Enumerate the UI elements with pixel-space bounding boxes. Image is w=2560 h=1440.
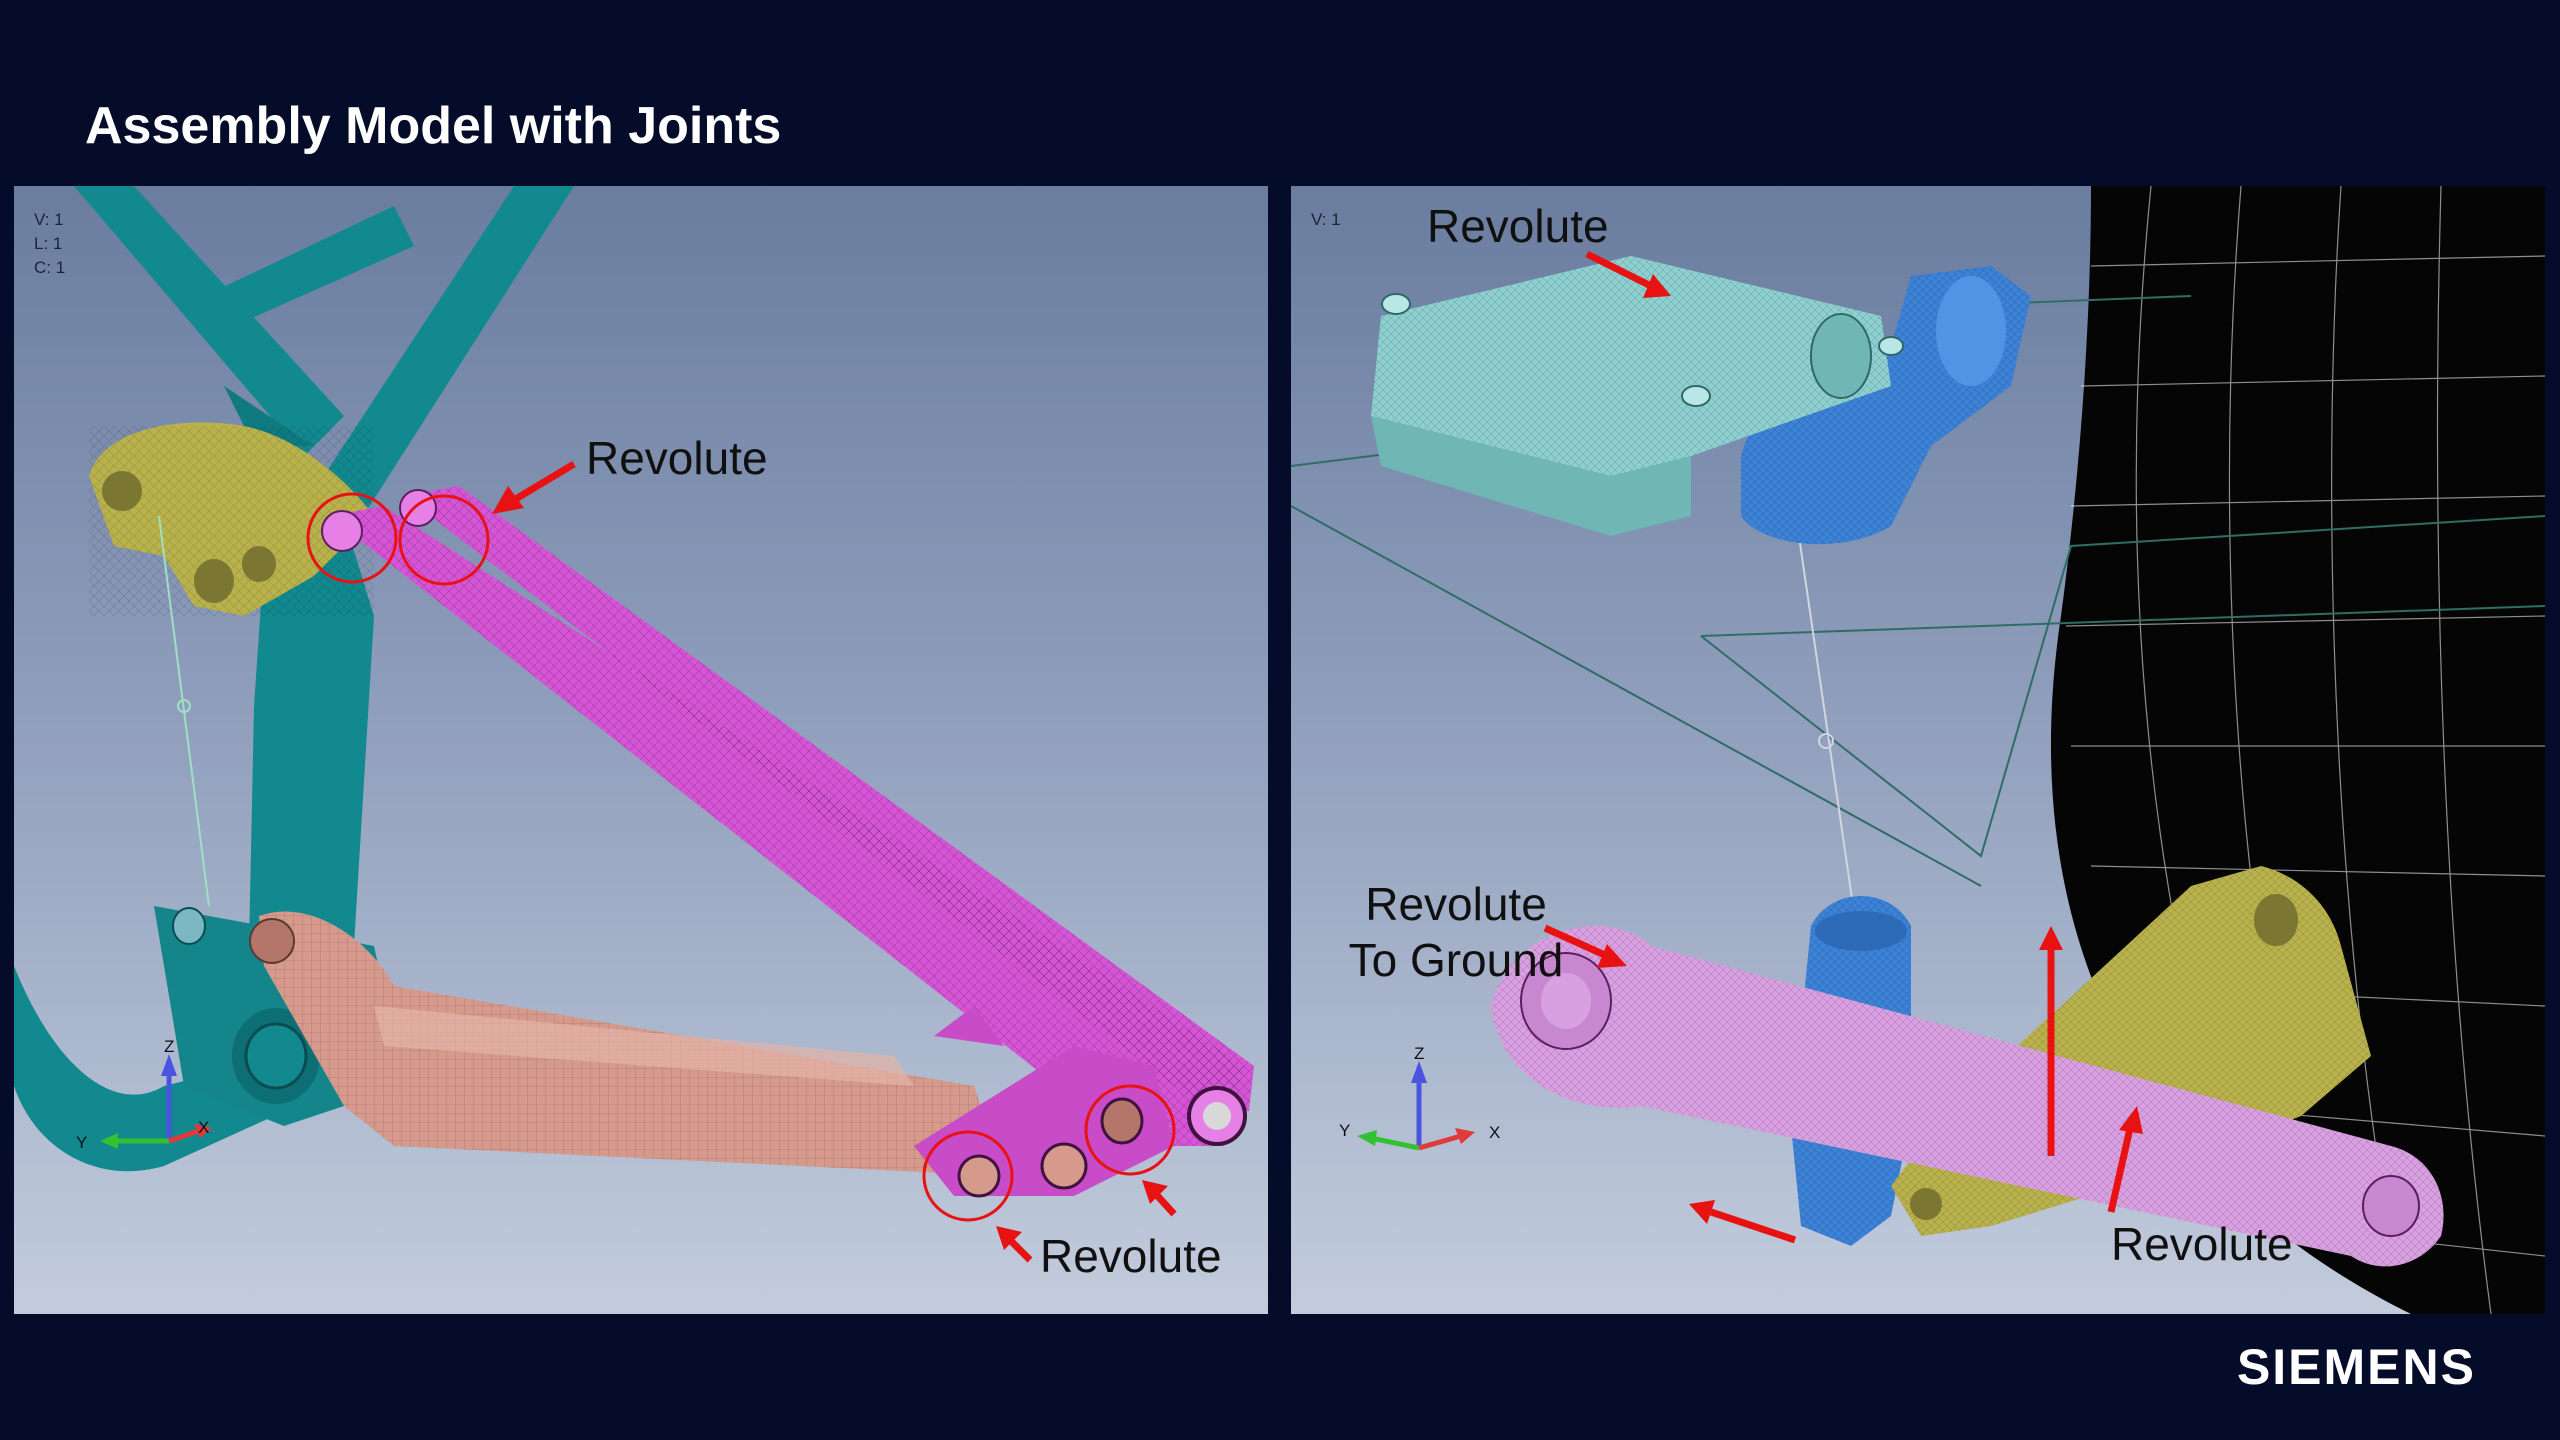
view-info: V: 1 [1311,208,1341,232]
triad-y-label: Y [76,1133,87,1152]
callout-line: To Ground [1348,934,1564,986]
arrow-line [1709,1208,1797,1244]
view-info-line: C: 1 [34,258,66,277]
callout-revolute-top: Revolute [586,432,768,484]
triad-x-label: X [198,1118,209,1137]
view-info-line: V: 1 [1311,210,1341,229]
shock-axis-line [1795,515,1857,927]
arrow-head [1142,1180,1168,1204]
chainstay-mesh [249,911,1004,1176]
slide-title: Assembly Model with Joints [85,97,782,155]
siemens-logo: SIEMENS [2236,1339,2476,1395]
rocker-link-mesh [89,422,374,616]
arrow-head [2039,926,2063,950]
shock-node [177,699,191,713]
arrow-line [1585,250,1653,290]
joint-circle[interactable] [306,492,398,584]
arrow-head [2119,1106,2143,1134]
arrow-line [512,460,576,504]
triad-y-label: Y [1339,1121,1350,1140]
callout-revolute-bottom: Revolute [2111,1218,2293,1270]
callout-revolute-to-ground: Revolute To Ground [1321,876,1591,988]
view-info-line: L: 1 [34,234,63,253]
right-scene: Z Y X [1291,186,2545,1314]
axis-triad: Z Y X [76,1037,212,1152]
arrow-line [1543,924,1609,960]
arrow-head [492,486,524,514]
arrow-head [1689,1200,1715,1224]
axis-triad: Z Y X [1339,1044,1500,1151]
arrow-head [1643,274,1671,298]
triad-x-label: X [1489,1123,1500,1142]
joint-circle[interactable] [398,494,490,586]
callout-revolute-top: Revolute [1427,200,1609,252]
triad-z-label: Z [1414,1044,1424,1063]
arrow-head [996,1226,1022,1250]
shock-node [1818,733,1834,749]
joint-circle[interactable] [1084,1084,1176,1176]
triad-z-label: Z [164,1037,174,1056]
joint-circle[interactable] [922,1130,1014,1222]
rocker-arm-mesh [1491,926,2444,1267]
callout-line: Revolute [1365,878,1547,930]
left-scene: Z Y X [14,186,1254,1263]
seatstay-mesh [321,486,1254,1198]
view-info: V: 1 L: 1 C: 1 [34,208,65,280]
clamp-block-mesh [1371,256,1904,536]
left-viewport[interactable]: Z Y X V: 1 L: 1 C: 1 Revolute Revolute [14,186,1268,1314]
joint-markers [306,492,1176,1222]
callout-arrows [1543,250,2143,1244]
arrow-line [2107,1123,2135,1213]
shock-mount-mesh [1741,266,2031,545]
callout-revolute-bottom: Revolute [1040,1230,1222,1282]
arrow-head [1597,944,1627,968]
callout-arrows [492,460,1177,1263]
view-info-line: V: 1 [34,210,64,229]
right-viewport[interactable]: Z Y X V: 1 Revolute Revolute To Ground R… [1291,186,2545,1314]
